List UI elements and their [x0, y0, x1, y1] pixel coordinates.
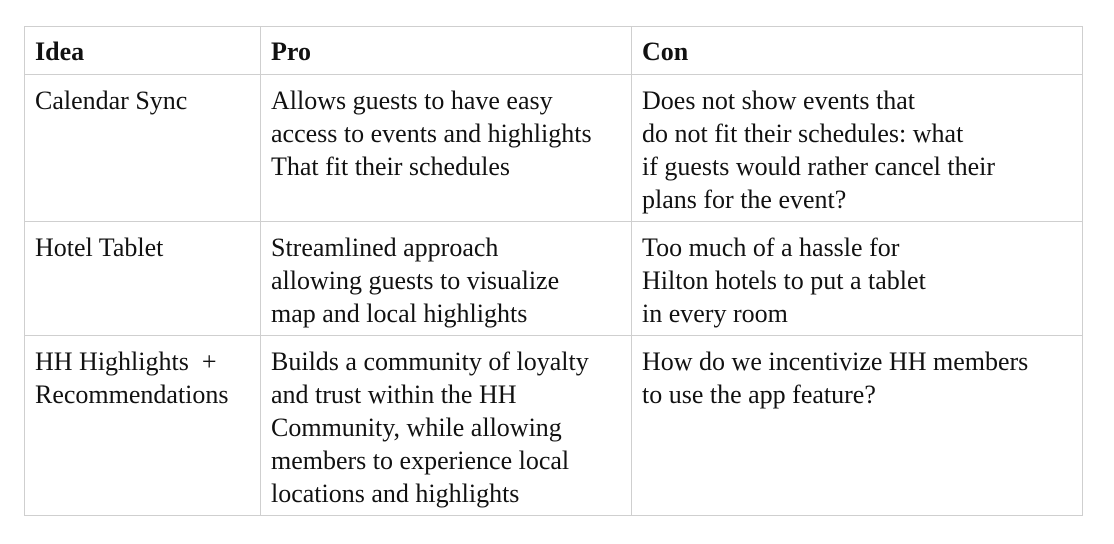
idea-cell: Hotel Tablet	[24, 221, 261, 336]
table-row: HH Highlights + Recommendations Builds a…	[24, 335, 1083, 516]
cell-line: How do we incentivize HH members	[642, 347, 1029, 376]
cell-line: That fit their schedules	[271, 152, 510, 181]
header-idea: Idea	[24, 26, 261, 75]
idea-cell: Calendar Sync	[24, 74, 261, 222]
header-row: Idea Pro Con	[24, 26, 1083, 75]
cell-line: Builds a community of loyalty	[271, 347, 589, 376]
cell-line: if guests would rather cancel their	[642, 152, 996, 181]
table-row: Calendar Sync Allows guests to have easy…	[24, 74, 1083, 222]
con-cell: Does not show events that do not fit the…	[631, 74, 1083, 222]
header-pro: Pro	[260, 26, 632, 75]
pro-cell: Allows guests to have easy access to eve…	[260, 74, 632, 222]
cell-line: Streamlined approach	[271, 233, 499, 262]
idea-cell: HH Highlights + Recommendations	[24, 335, 261, 516]
cell-line: in every room	[642, 299, 788, 328]
cell-line: access to events and highlights	[271, 119, 592, 148]
cell-line: Community, while allowing	[271, 413, 562, 442]
cell-line: allowing guests to visualize	[271, 266, 560, 295]
cell-line: Does not show events that	[642, 86, 915, 115]
header-con: Con	[631, 26, 1083, 75]
cell-line: Recommendations	[35, 380, 229, 409]
con-cell: How do we incentivize HH members to use …	[631, 335, 1083, 516]
cell-line: to use the app feature?	[642, 380, 876, 409]
cell-line: Hotel Tablet	[35, 233, 164, 262]
cell-line: plans for the event?	[642, 185, 847, 214]
pro-cell: Builds a community of loyalty and trust …	[260, 335, 632, 516]
cell-line: Calendar Sync	[35, 86, 188, 115]
cell-line: map and local highlights	[271, 299, 528, 328]
cell-line: Hilton hotels to put a tablet	[642, 266, 926, 295]
cell-line: and trust within the HH	[271, 380, 517, 409]
pro-cell: Streamlined approach allowing guests to …	[260, 221, 632, 336]
ideas-table: Idea Pro Con Calendar Sync Allows guests…	[24, 26, 1083, 516]
cell-line: locations and highlights	[271, 479, 520, 508]
table-row: Hotel Tablet Streamlined approach allowi…	[24, 221, 1083, 336]
cell-line: Allows guests to have easy	[271, 86, 553, 115]
cell-line: members to experience local	[271, 446, 570, 475]
con-cell: Too much of a hassle for Hilton hotels t…	[631, 221, 1083, 336]
cell-line: Too much of a hassle for	[642, 233, 900, 262]
cell-line: HH Highlights +	[35, 347, 217, 376]
cell-line: do not fit their schedules: what	[642, 119, 964, 148]
